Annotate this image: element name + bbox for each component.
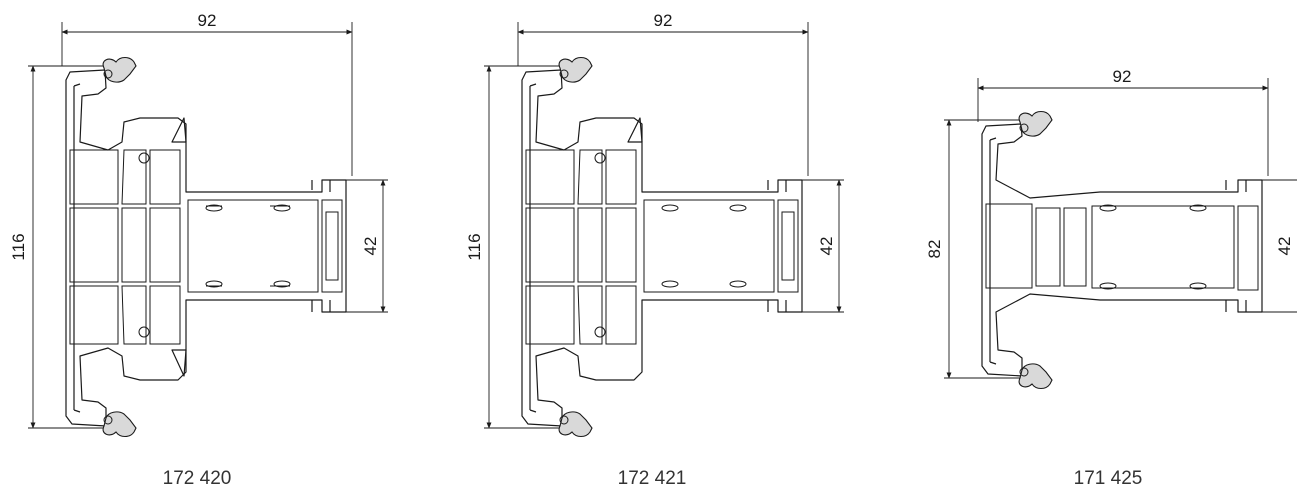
inner-dimension-3: 42 [1275, 237, 1294, 256]
height-dimension-1: 116 [9, 233, 28, 260]
profile-171425-drawing: 92 82 42 [925, 67, 1297, 390]
profile-code-172421: 172 421 [617, 468, 687, 489]
profile-code-171425: 171 425 [1073, 468, 1143, 489]
height-dimension-2: 116 [465, 233, 484, 260]
height-dimension-3: 82 [925, 240, 944, 259]
width-dimension-1: 92 [198, 11, 217, 30]
profile-172420-drawing: 92 116 42 [9, 11, 388, 438]
width-dimension-2: 92 [654, 11, 673, 30]
profile-code-172420: 172 420 [162, 468, 232, 489]
inner-dimension-2: 42 [817, 237, 836, 256]
width-dimension-3: 92 [1113, 67, 1132, 86]
inner-dimension-1: 42 [361, 237, 380, 256]
profile-172421-drawing: 92 116 42 [465, 11, 844, 438]
